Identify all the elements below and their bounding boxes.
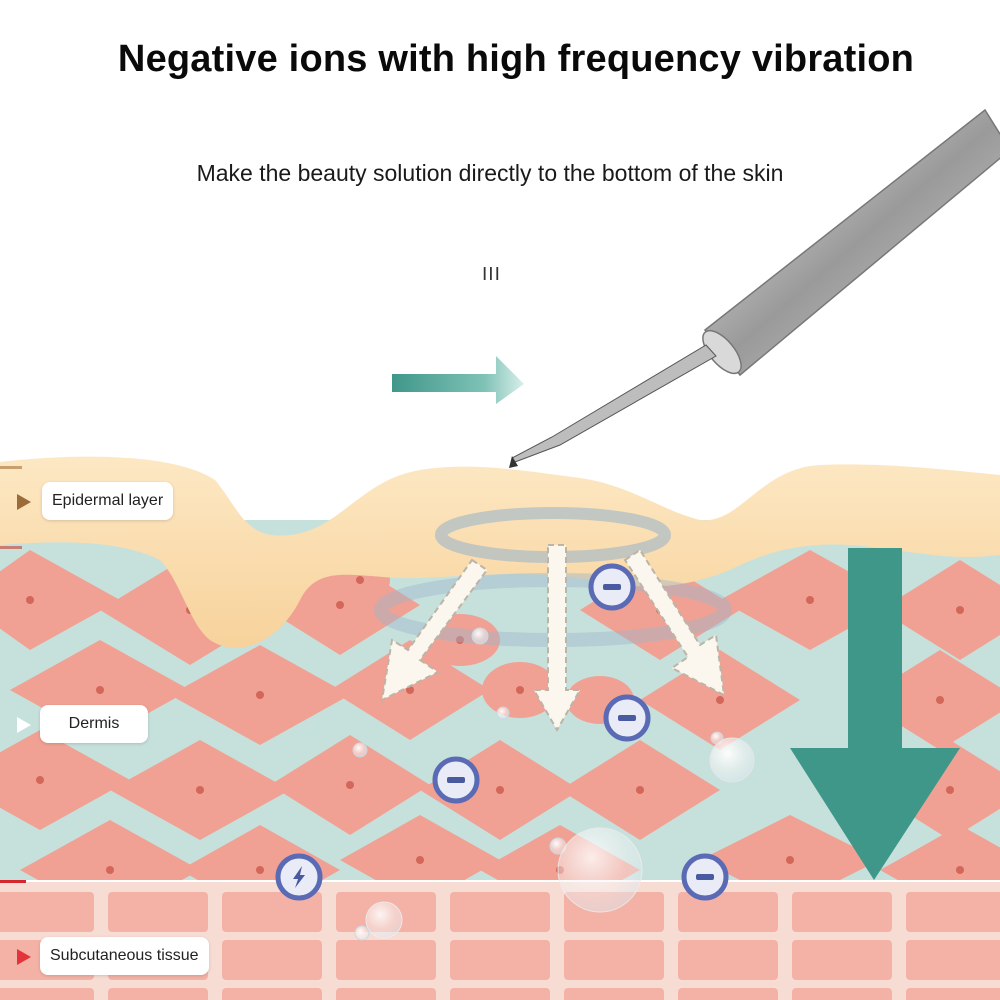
epidermal-pointer-icon xyxy=(17,494,31,510)
penetration-arrow xyxy=(790,548,960,880)
page-subtitle: Make the beauty solution directly to the… xyxy=(196,160,784,186)
epidermis-marker-top xyxy=(0,466,22,469)
device-mark: III xyxy=(482,264,501,285)
dermis-pointer-icon xyxy=(17,717,31,733)
direction-arrow xyxy=(392,356,524,404)
bubble-icon xyxy=(352,627,755,941)
subcutaneous-marker xyxy=(0,880,26,883)
subcutaneous-tissue-label: Subcutaneous tissue xyxy=(40,937,209,975)
dermis-label: Dermis xyxy=(40,705,148,743)
epidermis-marker-bottom xyxy=(0,546,22,549)
subcutaneous-bricks xyxy=(0,892,1000,1000)
distribution-arrows xyxy=(380,544,726,733)
lightning-icon xyxy=(275,853,323,901)
beauty-device-icon xyxy=(509,108,1000,468)
epidermal-layer-label: Epidermal layer xyxy=(42,482,174,520)
page-title: Negative ions with high frequency vibrat… xyxy=(117,38,915,80)
negative-ion-icon xyxy=(432,563,729,901)
subcutaneous-pointer-icon xyxy=(17,949,31,965)
